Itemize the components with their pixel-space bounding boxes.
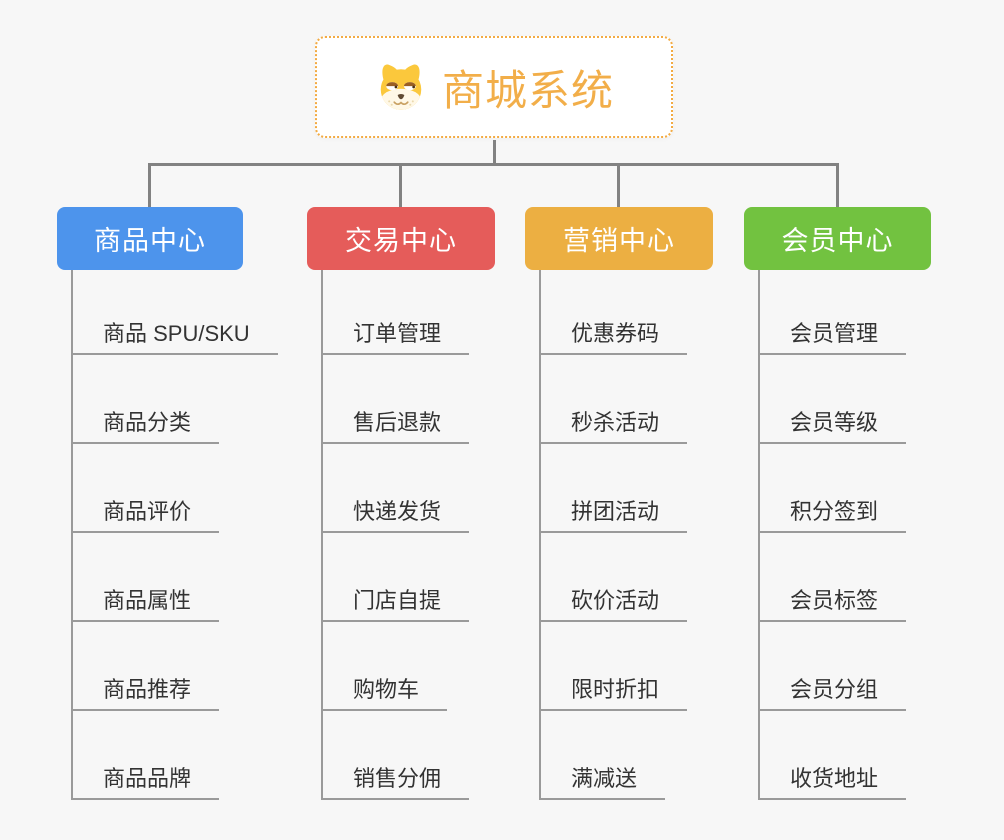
branch-node-product[interactable]: 商品中心	[57, 207, 243, 270]
leaf-item[interactable]: 门店自提	[321, 533, 470, 622]
leaf-item[interactable]: 购物车	[321, 622, 448, 711]
branch-column-product: 商品中心 商品 SPU/SKU 商品分类 商品评价 商品属性 商品推荐 商品品牌	[57, 207, 278, 803]
branch-node-member[interactable]: 会员中心	[744, 207, 931, 270]
branch-column-member: 会员中心 会员管理 会员等级 积分签到 会员标签 会员分组 收货地址	[744, 207, 931, 803]
branch-column-marketing: 营销中心 优惠券码 秒杀活动 拼团活动 砍价活动 限时折扣 满减送	[525, 207, 713, 803]
branch-spine	[71, 270, 73, 800]
leaf-item[interactable]: 收货地址	[758, 711, 907, 800]
leaf-item[interactable]: 商品品牌	[71, 711, 220, 800]
leaf-item[interactable]: 秒杀活动	[539, 355, 688, 444]
branch-label: 会员中心	[781, 226, 894, 256]
leaf-item[interactable]: 商品评价	[71, 444, 220, 533]
leaf-list: 会员管理 会员等级 积分签到 会员标签 会员分组 收货地址	[758, 266, 907, 800]
branch-label: 交易中心	[345, 226, 457, 256]
connector-drop-3	[617, 164, 620, 207]
branch-spine	[539, 270, 541, 800]
branch-label: 商品中心	[94, 226, 206, 256]
branch-node-marketing[interactable]: 营销中心	[525, 207, 713, 270]
leaf-list: 订单管理 售后退款 快递发货 门店自提 购物车 销售分佣	[321, 266, 470, 800]
connector-drop-1	[148, 164, 151, 207]
leaf-item[interactable]: 积分签到	[758, 444, 907, 533]
leaf-item[interactable]: 拼团活动	[539, 444, 688, 533]
leaf-item[interactable]: 销售分佣	[321, 711, 470, 800]
leaf-list: 商品 SPU/SKU 商品分类 商品评价 商品属性 商品推荐 商品品牌	[71, 266, 278, 800]
dog-face-icon	[380, 64, 422, 110]
leaf-item[interactable]: 快递发货	[321, 444, 470, 533]
root-node[interactable]: 商城系统	[315, 36, 673, 138]
branch-column-trade: 交易中心 订单管理 售后退款 快递发货 门店自提 购物车 销售分佣	[307, 207, 495, 803]
leaf-item[interactable]: 会员管理	[758, 266, 907, 355]
connector-horizontal-bus	[148, 163, 839, 166]
leaf-item[interactable]: 优惠券码	[539, 266, 688, 355]
branch-label: 营销中心	[563, 226, 675, 256]
leaf-item[interactable]: 售后退款	[321, 355, 470, 444]
leaf-item[interactable]: 砍价活动	[539, 533, 688, 622]
leaf-item[interactable]: 限时折扣	[539, 622, 688, 711]
leaf-item[interactable]: 商品 SPU/SKU	[71, 266, 278, 355]
leaf-item[interactable]: 会员分组	[758, 622, 907, 711]
root-title: 商城系统	[441, 66, 614, 114]
branch-node-trade[interactable]: 交易中心	[307, 207, 495, 270]
connector-root-vertical	[493, 140, 496, 166]
leaf-item[interactable]: 商品分类	[71, 355, 220, 444]
connector-drop-4	[836, 164, 839, 207]
branch-spine	[758, 270, 760, 800]
leaf-item[interactable]: 商品属性	[71, 533, 220, 622]
branch-spine	[321, 270, 323, 800]
leaf-item[interactable]: 订单管理	[321, 266, 470, 355]
leaf-item[interactable]: 商品推荐	[71, 622, 220, 711]
leaf-item[interactable]: 会员标签	[758, 533, 907, 622]
leaf-item[interactable]: 满减送	[539, 711, 666, 800]
connector-drop-2	[399, 164, 402, 207]
leaf-item[interactable]: 会员等级	[758, 355, 907, 444]
leaf-list: 优惠券码 秒杀活动 拼团活动 砍价活动 限时折扣 满减送	[539, 266, 688, 800]
